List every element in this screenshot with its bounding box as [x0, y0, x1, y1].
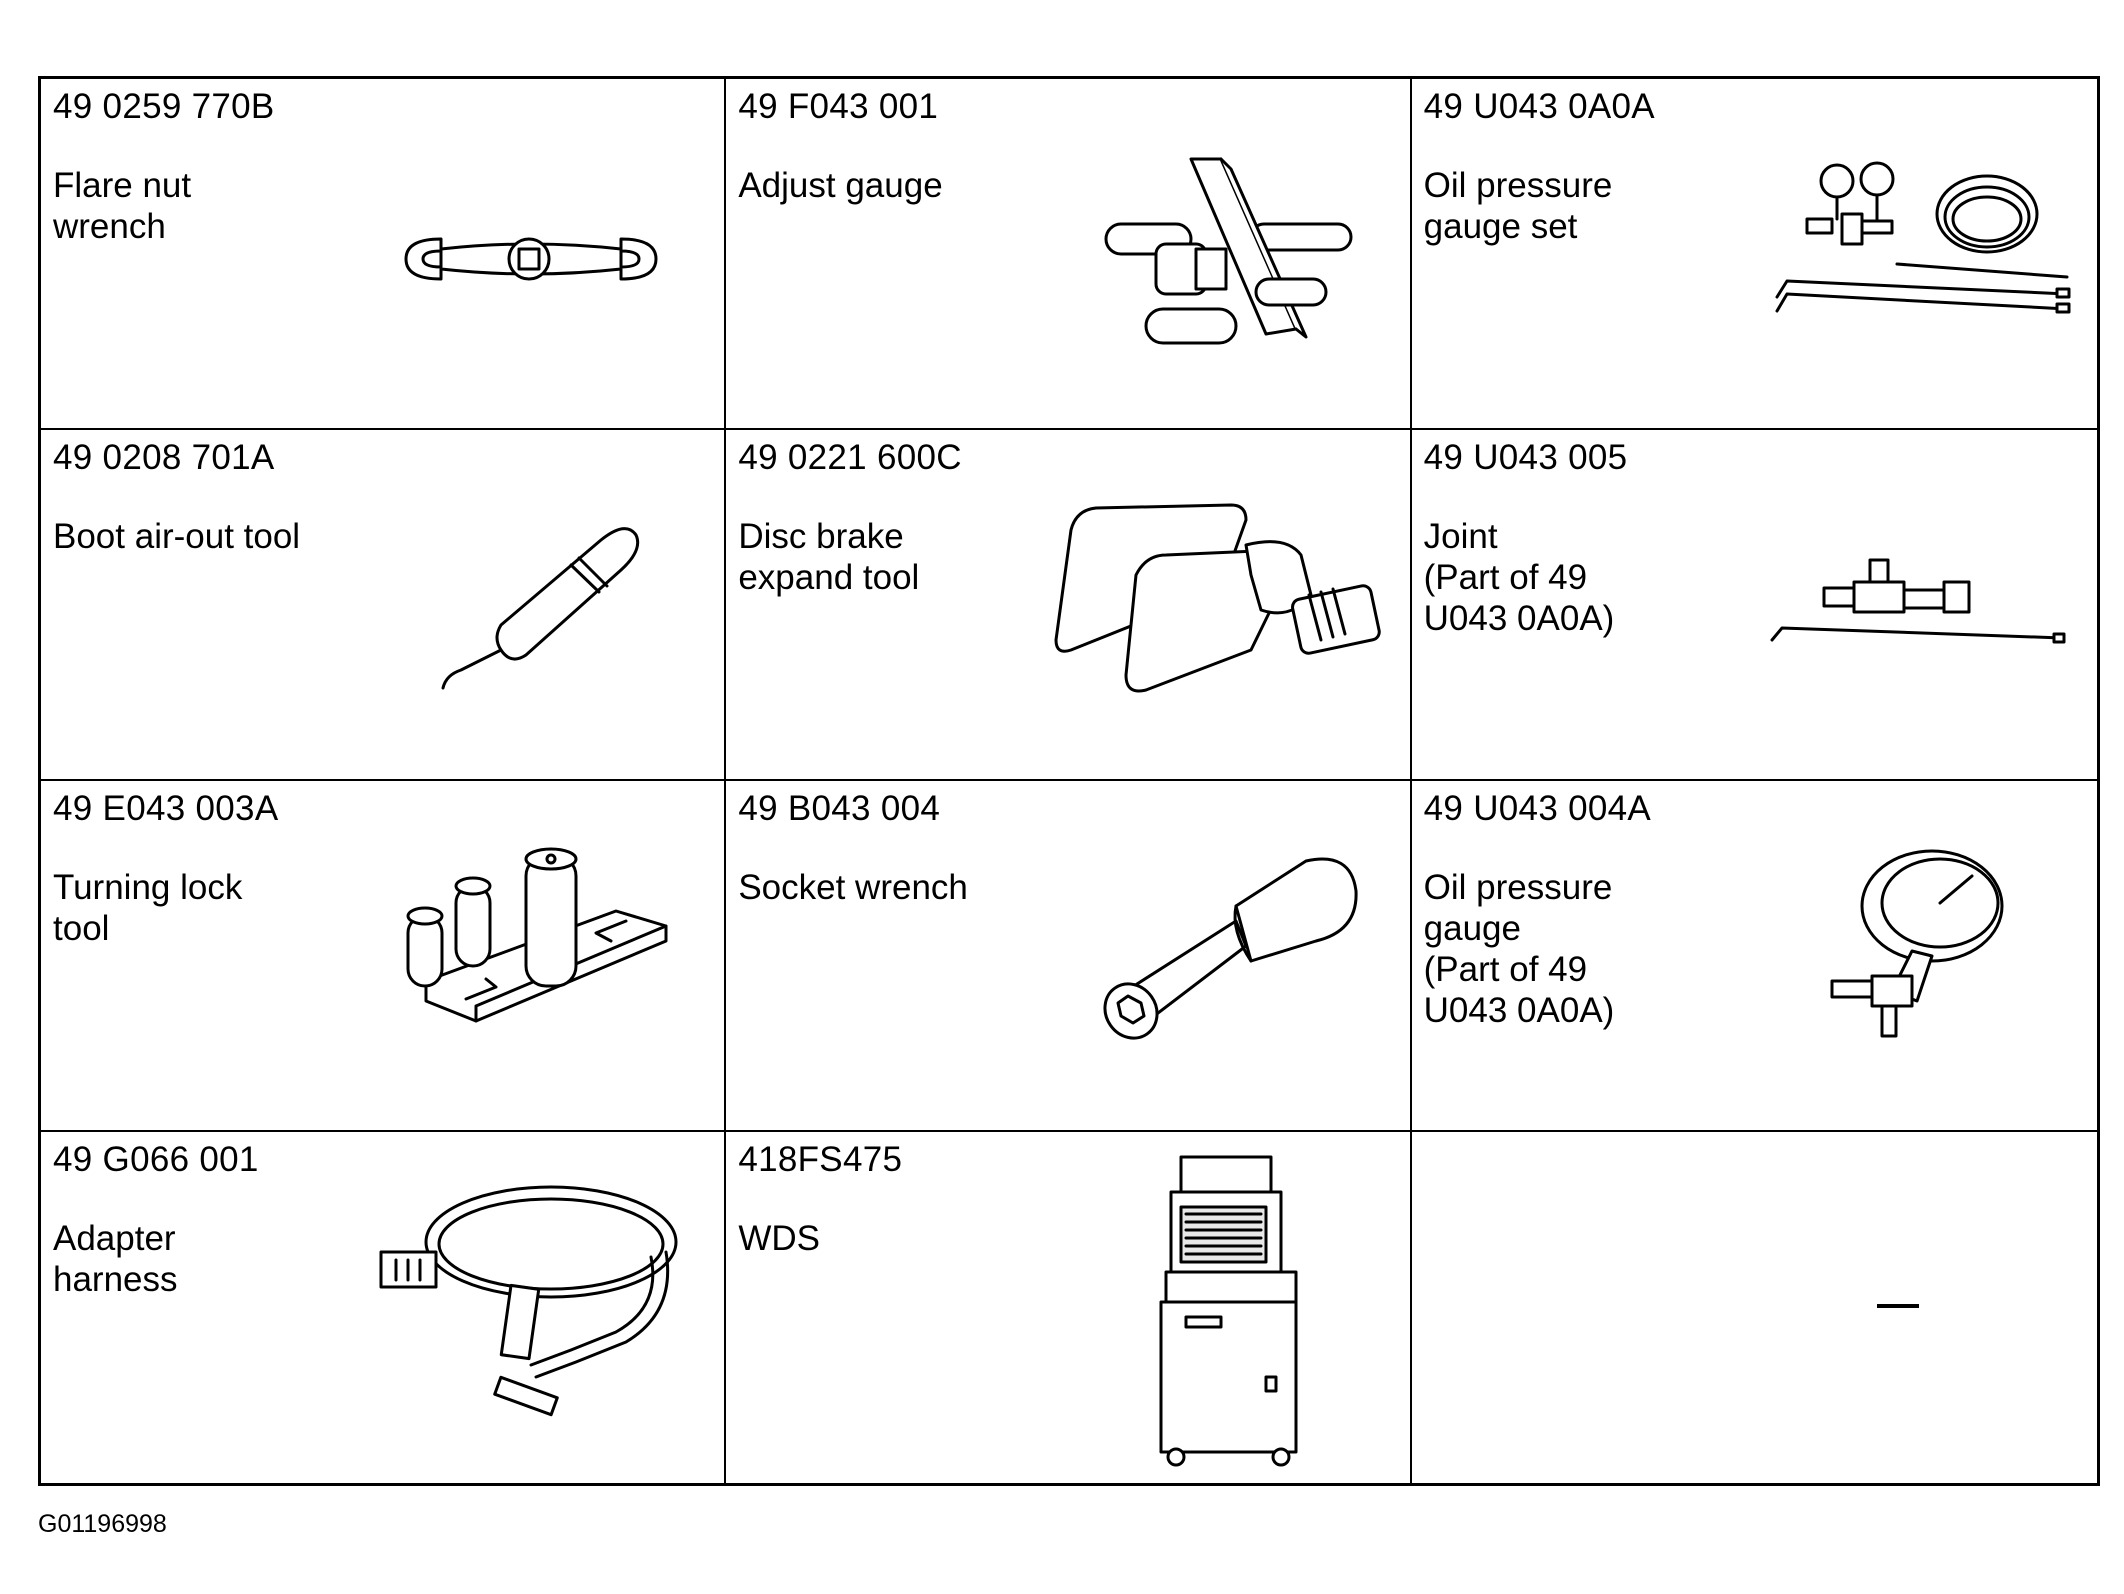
tool-name: Oil pressure gauge set [1423, 166, 1613, 246]
tool-cell: 49 U043 0A0A Oil pressure gauge set [1411, 79, 2097, 430]
joint-icon [1762, 550, 2072, 670]
part-number: 49 B043 004 [738, 789, 941, 828]
tool-name: Adapter harness [53, 1219, 178, 1299]
tool-cell: 49 0208 701A Boot air-out tool [41, 430, 727, 781]
tool-cell: 49 U043 005 Joint (Part of 49 U043 0A0A) [1411, 430, 2097, 781]
oil-pressure-gauge-set-icon [1767, 159, 2077, 339]
disc-brake-expand-tool-icon [1051, 500, 1396, 700]
tool-name: Flare nut wrench [53, 166, 192, 246]
oil-pressure-gauge-icon [1812, 849, 2042, 1061]
tool-cell [1412, 1132, 2097, 1483]
tool-name: Turning lock tool [53, 868, 243, 948]
part-number: 49 F043 001 [738, 87, 939, 126]
adjust-gauge-icon [1096, 149, 1366, 369]
tool-name: Oil pressure gauge (Part of 49 U043 0A0A… [1423, 868, 1615, 1030]
part-number: 49 U043 0A0A [1423, 87, 1655, 126]
tool-cell: 49 0259 770B Flare nut wrench [41, 79, 727, 430]
part-number: 49 U043 004A [1423, 789, 1652, 828]
flare-nut-wrench-icon [401, 219, 661, 299]
tool-cell: 49 F043 001 Adjust gauge [726, 79, 1412, 430]
part-number: 49 0221 600C [738, 438, 962, 477]
tool-cell: 49 B043 004 Socket wrench [726, 781, 1412, 1132]
tool-cell: 418FS475 WDS [726, 1132, 1412, 1483]
tool-name: Adjust gauge [738, 166, 943, 205]
part-number: 49 E043 003A [53, 789, 279, 828]
tool-name: Boot air-out tool [53, 517, 301, 556]
adapter-harness-icon [376, 1172, 681, 1417]
wds-cart-icon [1146, 1152, 1306, 1472]
turning-lock-tool-icon [386, 847, 676, 1031]
part-number: 49 U043 005 [1423, 438, 1628, 477]
dash-mark-icon [1876, 1304, 1919, 1308]
tool-name: Socket wrench [738, 868, 968, 907]
figure-id: G01196998 [38, 1510, 167, 1538]
tool-cell: 49 0221 600C Disc brake expand tool [726, 430, 1412, 781]
socket-wrench-icon [1086, 851, 1366, 1051]
part-number: 49 0259 770B [53, 87, 275, 126]
tool-cell: 49 U043 004A Oil pressure gauge (Part of… [1411, 781, 2097, 1132]
tool-name: Disc brake expand tool [738, 517, 920, 597]
tool-name: Joint (Part of 49 U043 0A0A) [1423, 517, 1615, 638]
tool-cell: 49 G066 001 Adapter harness [41, 1132, 727, 1483]
part-number: 418FS475 [738, 1140, 903, 1179]
boot-air-out-tool-icon [431, 520, 671, 690]
special-tools-table: 49 0259 770B Flare nut wrench 49 F043 00… [38, 76, 2100, 1486]
tool-cell: 49 E043 003A Turning lock tool [41, 781, 727, 1132]
tool-name: WDS [738, 1219, 820, 1258]
part-number: 49 G066 001 [53, 1140, 259, 1179]
part-number: 49 0208 701A [53, 438, 275, 477]
